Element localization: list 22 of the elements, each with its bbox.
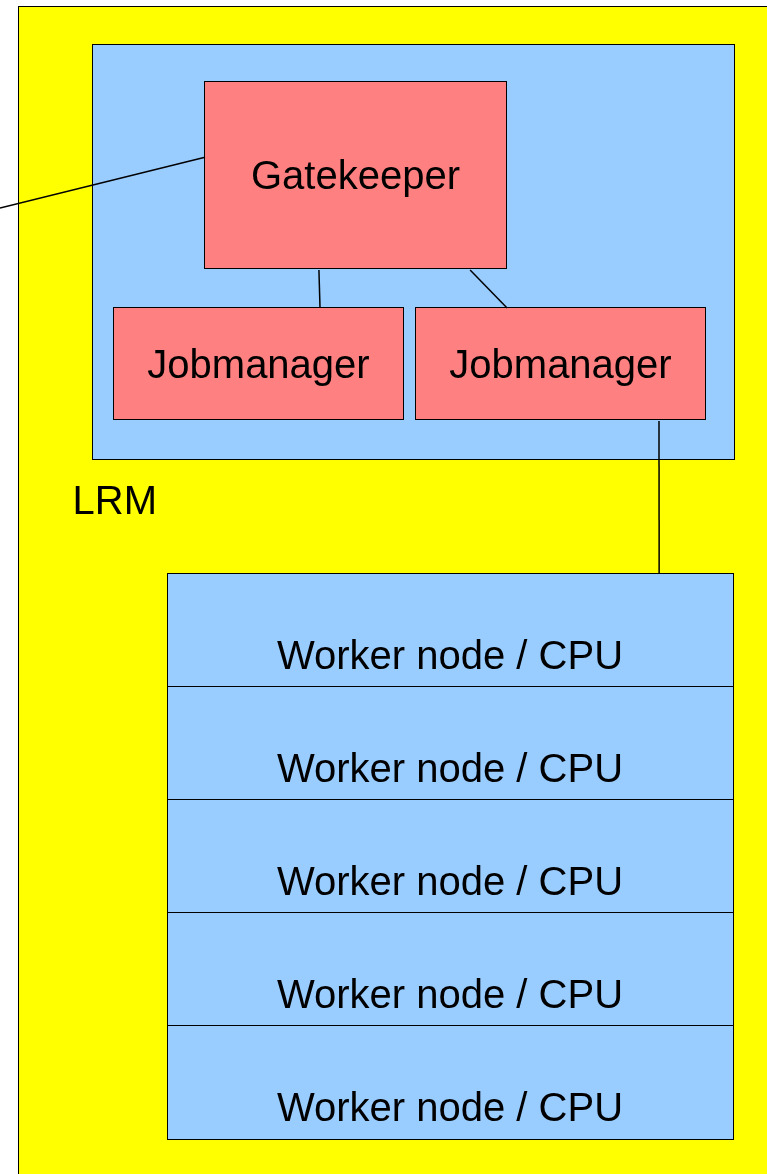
worker-row bbox=[166, 911, 734, 1026]
row-label: Worker node / CPU bbox=[275, 1083, 625, 1130]
process-box bbox=[113, 307, 404, 420]
connector-line bbox=[0, 156, 206, 209]
worker-row bbox=[166, 798, 734, 913]
worker-row bbox=[166, 1024, 734, 1140]
row-label: Worker node / CPU bbox=[275, 744, 625, 791]
process-box bbox=[415, 307, 706, 420]
box-label: Jobmanager bbox=[448, 340, 673, 387]
worker-row bbox=[166, 572, 734, 687]
worker-row bbox=[166, 685, 734, 800]
row-label: Worker node / CPU bbox=[275, 857, 625, 904]
row-label: Worker node / CPU bbox=[275, 631, 625, 678]
process-box bbox=[204, 81, 507, 269]
panel-label: LRM bbox=[72, 476, 157, 523]
connector-line bbox=[658, 420, 660, 574]
site-region bbox=[18, 6, 767, 1174]
box-label: Jobmanager bbox=[146, 340, 371, 387]
connector-line bbox=[318, 269, 321, 309]
box-label: Gatekeeper bbox=[250, 152, 461, 198]
connector-line bbox=[469, 269, 508, 309]
row-label: Worker node / CPU bbox=[275, 970, 625, 1017]
